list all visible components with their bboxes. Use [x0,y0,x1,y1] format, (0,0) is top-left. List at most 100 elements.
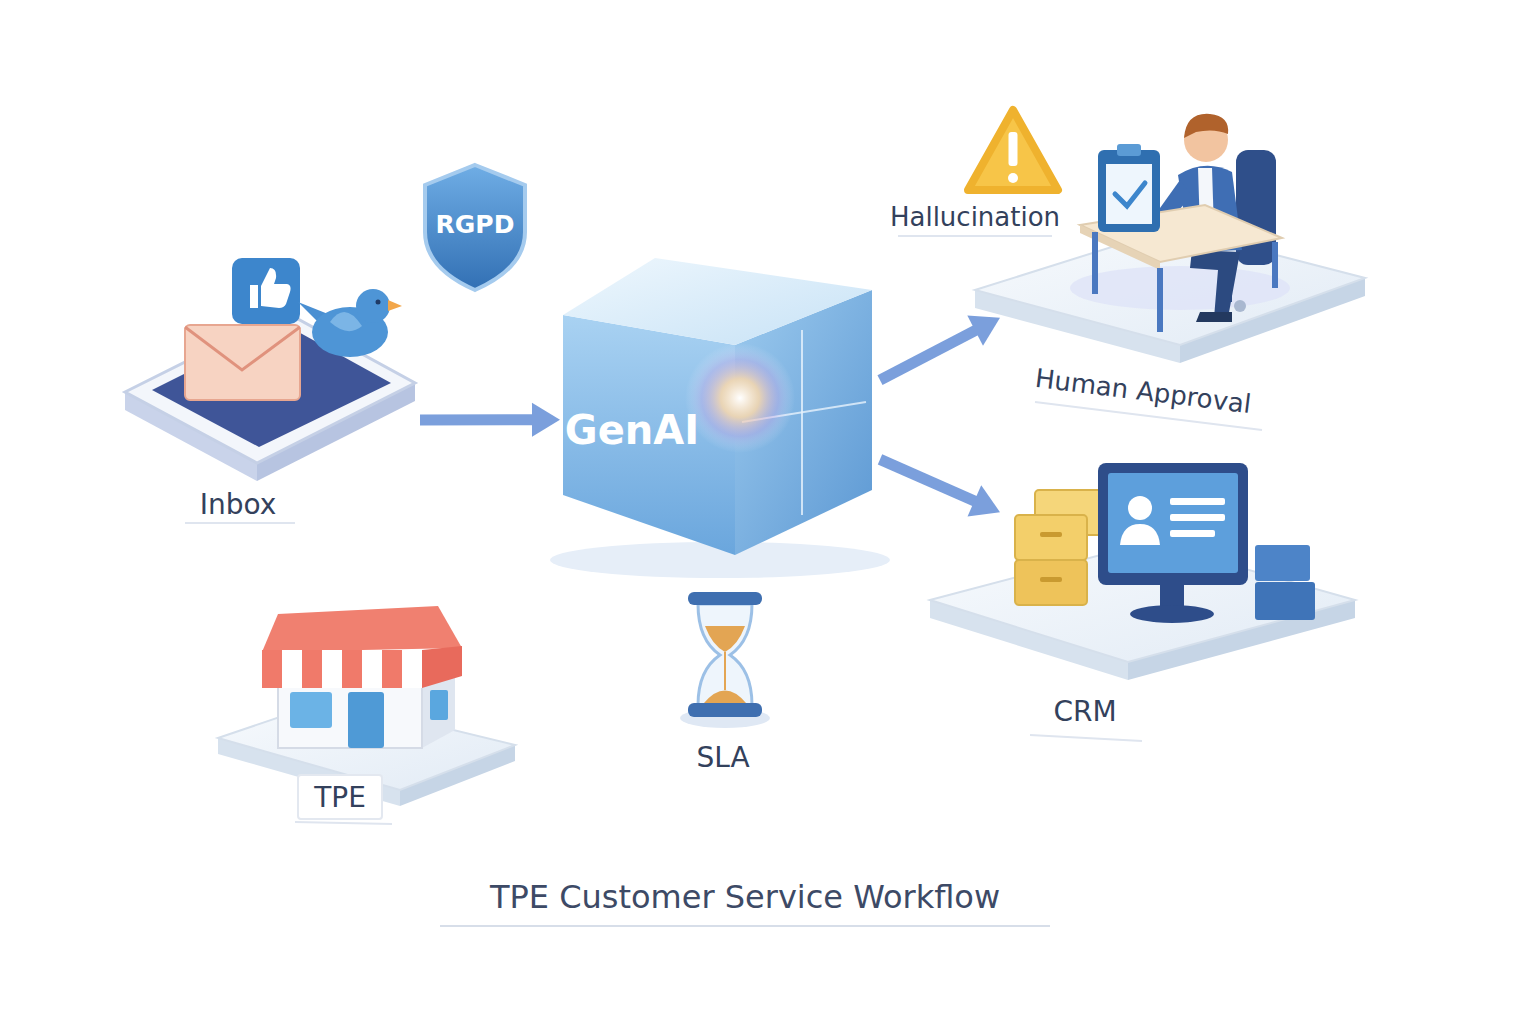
shield-node: RGPD [425,165,525,290]
genai-node: GenAI [560,255,880,560]
genai-cube [550,258,890,578]
text-line [1170,498,1225,505]
title-underline [440,925,1050,927]
node-label: RGPD [436,211,515,240]
clipboard-clip [1117,144,1141,156]
node-label: Human Approval [1033,364,1252,420]
profile-icon [1120,524,1160,545]
desk-leg [1272,242,1278,288]
awning-stripe [362,650,382,688]
flow-arrow [420,403,560,437]
awning-stripe [382,650,402,688]
inbox-node: Inbox [120,250,420,530]
monitor-base [1130,605,1214,623]
store-platform [218,606,515,819]
person-legs [1190,250,1240,318]
clipboard [1098,150,1160,232]
rgpd-shield [425,165,525,290]
store-wall [278,680,422,748]
storage-box [1255,545,1310,581]
hourglass-cap [688,703,762,717]
text-line [1170,530,1215,537]
sand [704,691,746,704]
sand-stream [724,652,726,690]
drawer-handle [1040,532,1062,537]
bird-head [356,289,390,323]
envelope-flap [185,327,300,370]
desk-leg [1092,232,1098,294]
awning-roof [262,606,462,652]
desk-leg [1157,268,1163,332]
awning-stripe [322,650,342,688]
envelope-icon [185,325,300,400]
hourglass [680,592,770,728]
text-line [1170,514,1225,521]
diagram-title: TPE Customer Service Workflow [490,879,1000,916]
label-underline [295,822,392,824]
approval-node: Human Approval [1000,110,1370,420]
desk-shadow [1070,266,1290,310]
clipboard-paper [1106,164,1152,224]
bird-wing [330,312,362,331]
label-underline [898,235,1052,237]
awning-stripe [342,650,362,688]
arrow-shaft [880,330,977,380]
awning-stripe [262,650,282,688]
callout-label: Hallucination [890,203,1060,233]
store-window [430,690,448,720]
label-underline [1030,735,1142,741]
store-door [348,692,384,748]
chair-back [1236,150,1276,265]
cube-sparkle [801,330,803,515]
node-label: Inbox [200,489,277,521]
flow-arrow [880,459,1000,516]
store-node: TPE [215,605,520,825]
node-label: TPE [314,782,366,814]
node-label: GenAI [565,407,699,453]
monitor [1098,463,1248,585]
arrow-head [532,403,560,437]
hourglass-cap [688,592,762,605]
store-window [290,692,332,728]
monitor-screen [1108,473,1238,573]
arrow-head [968,485,1000,516]
person-shoe [1196,312,1232,322]
profile-icon [1128,496,1152,520]
sand [705,626,745,652]
arrow-shaft [880,459,976,501]
flow-arrow [880,316,1000,381]
drawer [1015,560,1087,605]
arrow-shaft [420,414,534,425]
thumb-symbol [250,268,291,308]
sla-node: SLA [680,585,770,780]
warning-dot [1008,173,1018,183]
inbox-tray [125,258,415,481]
awning-side [422,646,462,688]
like-icon [232,258,300,324]
warning-triangle [968,110,1058,190]
cube-top [563,258,872,345]
node-label: CRM [1053,696,1116,728]
drawer-handle [1040,577,1062,582]
chair-wheel [1234,300,1246,312]
warning-bar [1009,132,1018,166]
label-underline [185,522,295,524]
person-hair [1184,114,1228,138]
arrow-head [967,316,1000,346]
bird-eye [376,300,381,305]
cube-glow [685,343,795,453]
label-tag [298,775,382,819]
storage-box [1255,582,1315,620]
awning-stripe [282,650,302,688]
crm-station [930,463,1355,680]
drawer [1015,515,1087,560]
check-mark [1115,183,1145,206]
hourglass-glass [698,604,752,705]
warning-sign [968,110,1058,190]
bird-beak [388,300,402,311]
crm-node: CRM [1000,460,1360,750]
awning-stripe [402,650,422,688]
awning-stripe [302,650,322,688]
node-label: SLA [696,742,749,774]
